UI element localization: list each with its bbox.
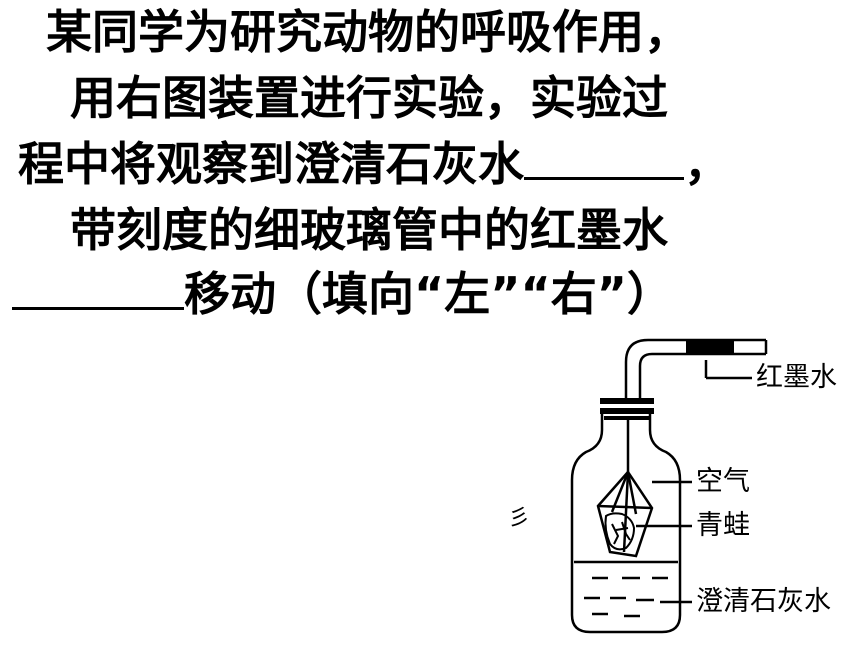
red-ink-drop [686,341,734,353]
stopper-band-2 [600,408,654,414]
stopper-band-1 [600,398,654,404]
stray-mark: 彡 [508,506,531,531]
question-line-4: 带刻度的细玻璃管中的红墨水 [70,202,860,258]
question-line-4-text: 带刻度的细玻璃管中的红墨水 [70,203,668,257]
question-line-3-punct: ， [684,137,730,191]
stopper-band-3 [604,416,650,420]
label-limewater: 澄清石灰水 [696,586,831,617]
limewater-dashes [584,576,668,618]
answer-blank-direction[interactable] [12,267,184,310]
question-line-5-text: 移动（填向“左”“右”） [184,267,673,321]
net-bag [596,469,654,558]
question-line-2: 用右图装置进行实验，实验过 [70,70,860,126]
question-line-1-text: 某同学为研究动物的呼吸作用， [46,5,690,59]
label-air: 空气 [696,466,750,497]
question-line-3-text: 程中将观察到澄清石灰水 [18,137,524,191]
question-line-1: 某同学为研究动物的呼吸作用， [46,4,860,60]
question-line-3: 程中将观察到澄清石灰水 ， [18,136,860,192]
glass-tube-outer [624,338,766,400]
question-line-2-text: 用右图装置进行实验，实验过 [70,71,668,125]
bottle-outline [570,412,682,634]
question-line-5: 移动（填向“左”“右”） [12,266,860,322]
label-red-ink: 红墨水 [756,362,837,393]
label-frog: 青蛙 [696,510,750,541]
frog-figure [604,512,636,551]
answer-blank-limewater[interactable] [524,137,684,180]
glass-tube-inner [638,352,766,400]
